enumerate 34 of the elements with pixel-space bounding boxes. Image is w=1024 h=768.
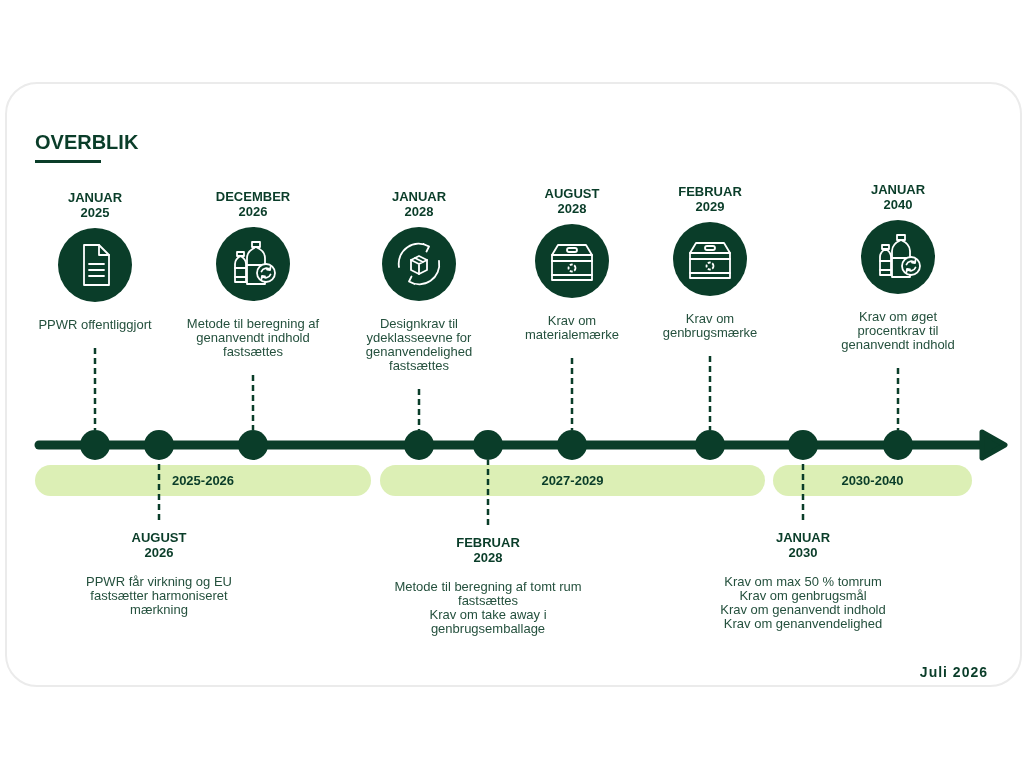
event-description: Designkrav til ydeklasseevne for genanvendelighed fastsættes [364, 317, 474, 373]
footer-date: Juli 2026 [919, 664, 988, 680]
date-label: JANUAR 2030 [775, 530, 831, 560]
event-description: Krav om genbrugsmærke [661, 312, 759, 340]
event-description: Krav om genanvendt indhold [719, 603, 887, 617]
period-band: 2030-2040 [773, 465, 972, 496]
date-label: FEBRUAR 2028 [456, 535, 520, 565]
event-description: PPWR får virkning og EU fastsætter harmoniseret mærkning [85, 575, 233, 617]
leader-line [570, 358, 574, 430]
event-description: Krav om materialemærke [524, 314, 620, 342]
date-label: AUGUST 2026 [131, 530, 187, 560]
date-label: JANUAR 2025 [67, 190, 123, 220]
leader-line [486, 460, 490, 525]
leader-line [708, 356, 712, 430]
leader-line [93, 348, 97, 430]
event-description: Krav om take away i genbrugsemballage [428, 608, 548, 636]
date-label: FEBRUAR 2029 [678, 184, 742, 214]
event-description: PPWR offentliggjort [37, 318, 153, 332]
period-band: 2027-2029 [380, 465, 765, 496]
leader-line [896, 368, 900, 430]
leader-line [417, 389, 421, 430]
event-description: Metode til beregning af genanvendt indhold fastsættes [185, 317, 321, 359]
date-label: JANUAR 2028 [391, 189, 447, 219]
event-description: Krav om øget procentkrav til genanvendt indhold [840, 310, 956, 352]
date-label: AUGUST 2028 [544, 186, 600, 216]
event-description: Krav om max 50 % tomrum [723, 575, 883, 589]
event-description: Krav om genbrugsmål [738, 589, 868, 603]
event-description: Krav om genanvendelighed [722, 617, 884, 631]
period-band: 2025-2026 [35, 465, 371, 496]
date-label: JANUAR 2040 [870, 182, 926, 212]
leader-line [251, 375, 255, 430]
date-label: DECEMBER 2026 [215, 189, 291, 219]
event-description: Metode til beregning af tomt rum fastsættes [393, 580, 583, 608]
heading: OVERBLIK [35, 130, 139, 154]
